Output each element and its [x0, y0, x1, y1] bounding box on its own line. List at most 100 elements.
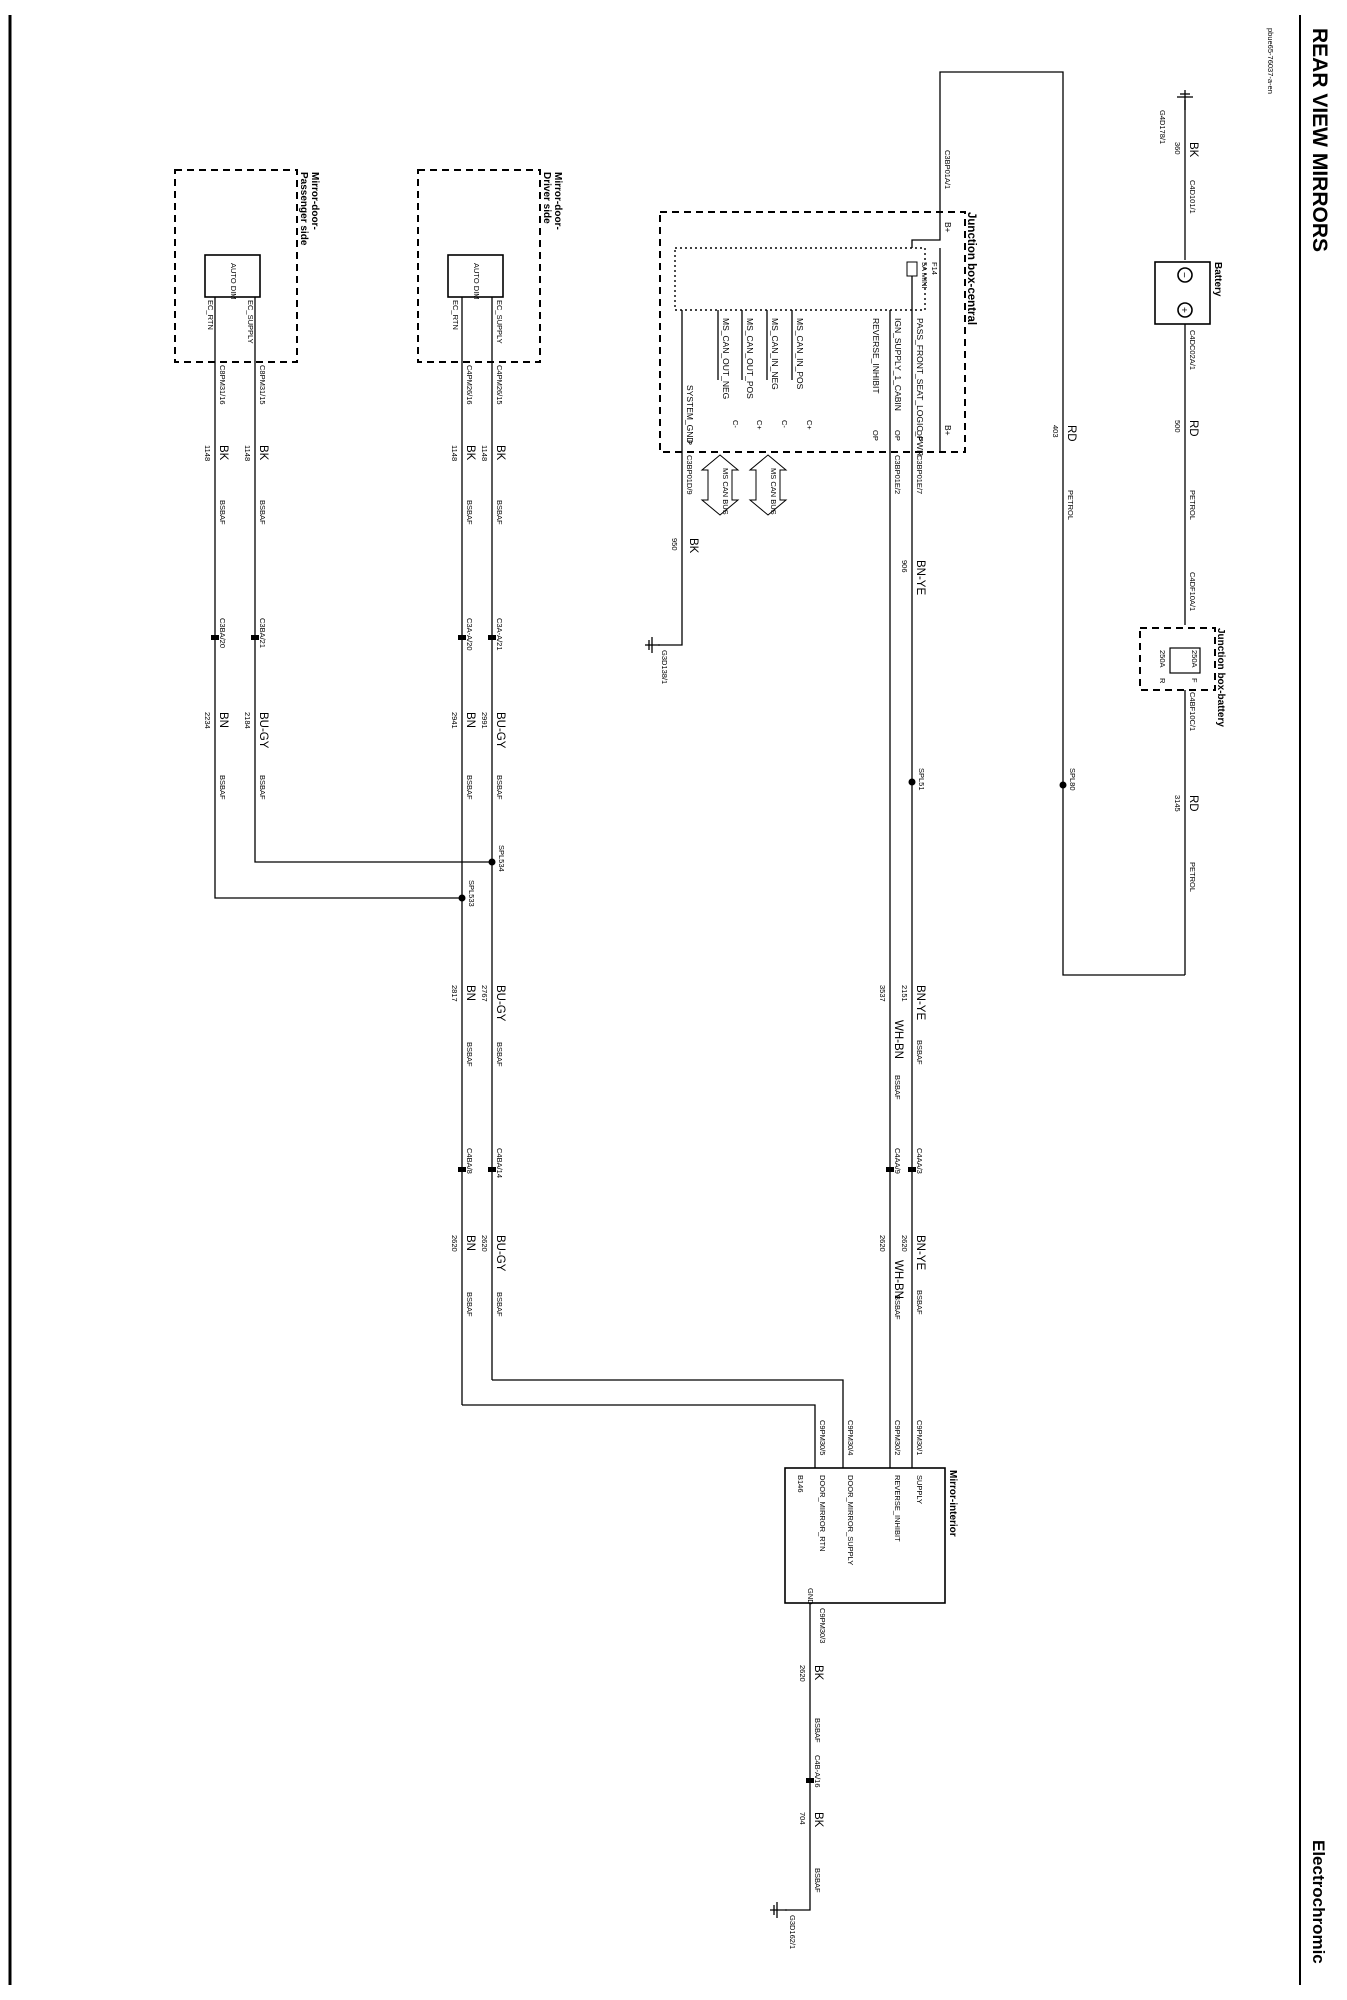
mirror-door-passenger-name: Passenger side	[298, 172, 309, 246]
pin-label: EC_SUPPLY	[246, 300, 255, 344]
battery-name: Battery	[1212, 262, 1223, 297]
connector-pin: C4BA/8	[465, 1148, 474, 1174]
inline-connector	[211, 635, 219, 640]
fuse-id: F14	[930, 262, 939, 275]
wire-number: 2991	[480, 712, 489, 729]
wire-number: 1148	[480, 445, 489, 461]
wire-spec: BSBAF	[495, 1042, 504, 1067]
wire-spec: BSBAF	[915, 1040, 924, 1065]
connector-pin: C9PM30/1	[915, 1420, 924, 1455]
wire-color: BN-YE	[914, 985, 926, 1020]
can-bus-label: MS CAN BUS	[769, 468, 778, 515]
pin-label: MS_CAN_IN_NEG	[770, 318, 780, 390]
wire-number: 2234	[203, 712, 212, 729]
pin-dir: P	[685, 440, 694, 445]
wire-door-mirror-rtn	[462, 1404, 816, 1425]
wire-color: BU-GY	[494, 985, 506, 1022]
inline-connector	[458, 1167, 466, 1172]
pin-dir: C-	[731, 420, 740, 428]
connector-pin: C4BA/14	[495, 1148, 504, 1178]
connector-pin: C3BA/20	[218, 618, 227, 648]
page-section: Electrochromic	[1309, 1840, 1328, 1964]
page-title: REAR VIEW MIRRORS	[1308, 28, 1331, 252]
wire-color: RD	[1065, 425, 1077, 442]
fuse-rating: 5A MINI	[920, 262, 929, 289]
wire-color: BU-GY	[494, 1235, 506, 1272]
mirror-door-driver-box	[417, 169, 541, 363]
connector-pin: C4PM26/15	[495, 365, 504, 405]
pin-label: MS_CAN_IN_POS	[795, 318, 805, 390]
fuse-250a	[1169, 647, 1201, 674]
ground-label: G4D178/1	[1158, 110, 1167, 144]
pin-label: MS_CAN_OUT_NEG	[721, 318, 731, 399]
wire-color: WH-BN	[892, 1260, 904, 1299]
wire-number: 2151	[900, 985, 909, 1002]
mirror-door-passenger-box	[174, 169, 298, 363]
module-code: B146	[796, 1475, 805, 1493]
splice-label: SPL534	[497, 845, 506, 872]
junction-box-battery-name: Junction box-battery	[1215, 628, 1226, 727]
mirror-door-driver-name: Driver side	[541, 172, 552, 224]
mirror-door-driver-name: Mirror-door-	[552, 172, 563, 230]
pin-label: PASS_FRONT_SEAT_LOGIC_PWR	[915, 318, 925, 456]
pin-dir: C+	[755, 420, 764, 430]
connector-pin: C9PM30/3	[818, 1608, 827, 1643]
b-plus-label: B+	[943, 425, 953, 436]
connector-pin: C9PM30/5	[818, 1420, 827, 1455]
wire-number: 2620	[480, 1235, 489, 1252]
pin-label: EC_RTN	[451, 300, 460, 330]
wire-color: BK	[687, 538, 699, 554]
wire-number: 2767	[480, 985, 489, 1002]
inline-connector	[886, 1167, 894, 1172]
fuse-f-label: F	[1190, 678, 1199, 683]
wire-spec: PETROL	[1188, 862, 1197, 892]
wire-3145-return	[939, 71, 1185, 976]
wire-spec: BSBAF	[813, 1868, 822, 1893]
pin-label: REVERSE_INHIBIT	[893, 1475, 902, 1542]
connector-pin: C4DC02A/1	[1188, 330, 1197, 370]
wire-spec: PETROL	[1188, 490, 1197, 520]
module-label: AUTO DIM	[472, 263, 481, 300]
mirror-interior-name: Mirror-interior	[947, 1470, 958, 1537]
junction-box-central	[659, 211, 966, 453]
pin-label: IGN_SUPPLY_1_CABIN	[893, 318, 903, 411]
connector-pin: C4AA/3	[915, 1148, 924, 1174]
connector-pin: C9PM30/2	[893, 1420, 902, 1455]
junction-box-central-inner	[674, 247, 926, 311]
pin-dir: OP	[915, 430, 924, 441]
battery-pos-terminal	[1177, 302, 1193, 318]
wire-number: 950	[670, 538, 679, 551]
inline-connector	[458, 635, 466, 640]
pin-label: DOOR_MIRROR_RTN	[818, 1475, 827, 1552]
inline-connector	[806, 1778, 814, 1783]
splice-spl80	[1059, 781, 1067, 789]
wire-passenger-supply	[254, 362, 492, 863]
connector-pin: C4DF10A/1	[1188, 572, 1197, 611]
fuse-rating-2: 250A	[1158, 650, 1167, 668]
wire-color: BK	[1187, 142, 1199, 158]
b-plus-label: B+	[943, 222, 953, 233]
connector-pin: C4BF10C/1	[1188, 692, 1197, 731]
central-pins	[681, 276, 913, 452]
ground-label: G3D162/1	[788, 1915, 797, 1949]
ground-symbol	[770, 1902, 787, 1918]
can-bus-arrow-in	[748, 454, 788, 516]
inline-connector	[908, 1167, 916, 1172]
wire-color: BN-YE	[914, 1235, 926, 1270]
pin-dir: C+	[805, 420, 814, 430]
wire-color: BK	[217, 445, 229, 461]
wire-spec: BSBAF	[893, 1295, 902, 1320]
wire-spec: BSBAF	[218, 775, 227, 800]
auto-dim-module	[447, 254, 504, 298]
wire-spec: BSBAF	[465, 1042, 474, 1067]
wire-color: BU-GY	[494, 712, 506, 749]
inline-connector	[488, 635, 496, 640]
wire-number: 2184	[243, 712, 252, 729]
wire-color: BU-GY	[257, 712, 269, 749]
wire-spec: BSBAF	[893, 1075, 902, 1100]
wire-mirror-ground	[785, 1603, 811, 1911]
battery-box	[1154, 261, 1211, 325]
wire-number: 403	[1051, 425, 1060, 438]
wire-color: BN	[464, 985, 476, 1001]
pin-dir: OP	[893, 430, 902, 441]
